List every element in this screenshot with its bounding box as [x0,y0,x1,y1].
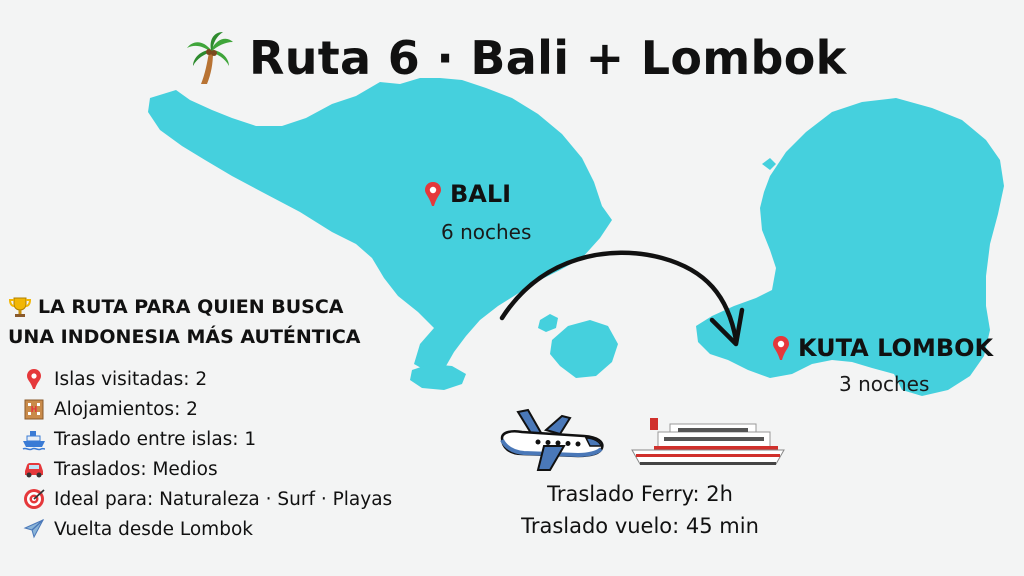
route-arrowhead [709,307,745,347]
kuta-lombok-nights: 3 noches [839,372,930,396]
lombok-island [696,98,1004,396]
route-heading: LA RUTA PARA QUIEN BUSCA UNA INDONESIA M… [8,292,388,352]
stat-text: Traslado entre islas: 1 [54,428,257,450]
bali-label: BALI [424,180,511,208]
stat-transfers: Traslados: Medios [22,454,392,484]
route-heading-text-1: LA RUTA PARA QUIEN BUSCA [38,296,344,318]
palm-tree-icon [187,32,233,84]
pin-icon [425,182,441,206]
bali-nights: 6 noches [441,220,532,244]
route-heading-text-2: UNA INDONESIA MÁS AUTÉNTICA [8,326,361,348]
kuta-lombok-name: KUTA LOMBOK [798,334,994,362]
ferry-illustration [631,418,785,465]
title-text: Ruta 6 · Bali + Lombok [249,31,847,85]
bukit-peninsula [410,364,466,390]
ship-icon [22,431,46,451]
car-icon [25,463,43,478]
route-arrow [499,250,739,343]
stat-accommodations: H Alojamientos: 2 [22,394,392,424]
stat-island-transfers: Traslado entre islas: 1 [22,424,392,454]
target-icon [24,489,45,509]
stat-text: Ideal para: Naturaleza · Surf · Playas [54,488,393,510]
svg-text:H: H [31,405,38,414]
route-stats-list: Islas visitadas: 2 H Alojamientos: 2 Tra… [22,364,392,544]
ferry-transfer-text: Traslado Ferry: 2h [547,482,733,506]
flight-transfer-text: Traslado vuelo: 45 min [521,514,759,538]
trophy-icon [8,297,32,317]
airplane-illustration [500,408,604,471]
bali-island [148,78,612,374]
stat-ideal-for: Ideal para: Naturaleza · Surf · Playas [22,484,392,514]
page-title: Ruta 6 · Bali + Lombok [185,26,847,90]
nusa-lembongan-island [538,314,558,332]
hotel-icon: H [24,399,44,420]
stat-text: Vuelta desde Lombok [54,518,253,540]
bali-name: BALI [450,180,512,208]
gili-island [762,158,776,170]
airplane-icon [23,518,45,539]
stat-return: Vuelta desde Lombok [22,514,392,544]
stat-islands: Islas visitadas: 2 [22,364,392,394]
nusa-penida-island [550,320,618,378]
kuta-lombok-label: KUTA LOMBOK [772,334,993,362]
stat-text: Alojamientos: 2 [54,398,198,420]
pin-icon [27,369,41,389]
stat-text: Islas visitadas: 2 [54,368,208,390]
pin-icon [773,336,789,360]
stat-text: Traslados: Medios [54,458,218,480]
route-heading-line-1: LA RUTA PARA QUIEN BUSCA [8,292,388,322]
